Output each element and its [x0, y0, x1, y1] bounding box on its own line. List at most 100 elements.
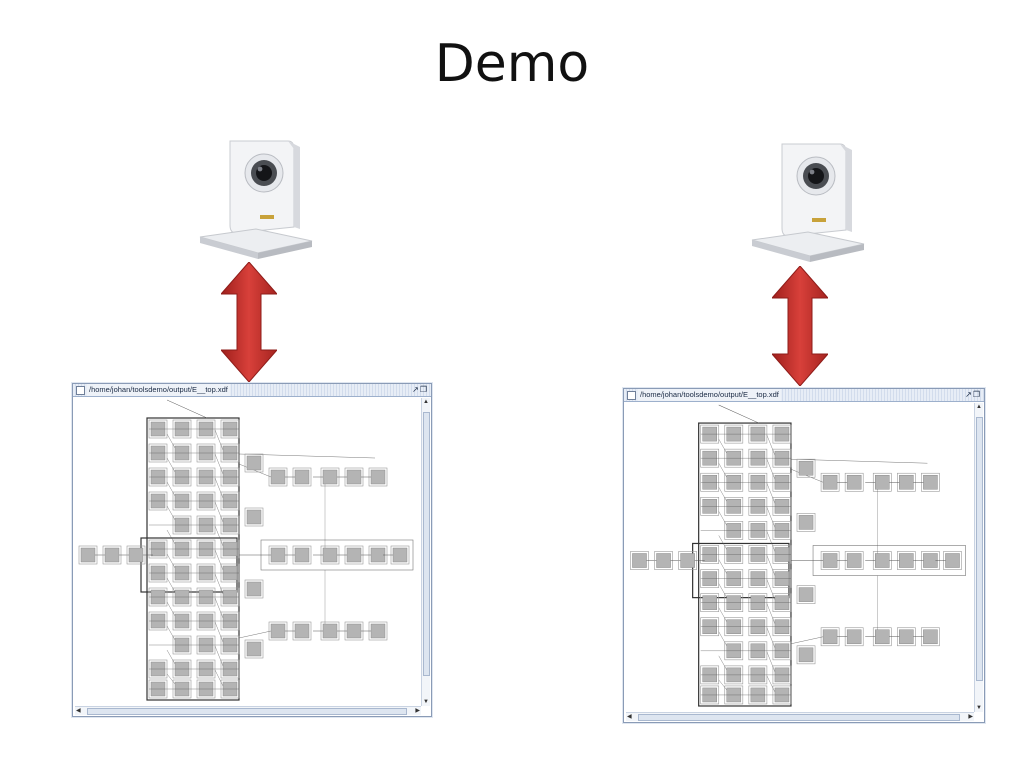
scrollbar-thumb[interactable]	[638, 714, 960, 721]
schematic-wire	[214, 477, 224, 499]
schematic-block[interactable]	[874, 629, 890, 645]
schematic-wire	[790, 458, 928, 464]
scroll-up-icon[interactable]: ▲	[423, 399, 429, 405]
schematic-block-frame	[244, 579, 264, 599]
schematic-block[interactable]	[392, 547, 408, 563]
scroll-right-icon[interactable]: ▶	[968, 714, 973, 720]
schematic-block[interactable]	[656, 553, 671, 568]
schematic-wire	[166, 433, 176, 449]
schematic-block[interactable]	[680, 553, 695, 568]
window-title: /home/johan/toolsdemo/output/E__top.xdf	[87, 384, 230, 396]
window-control-buttons[interactable]: ↗❐	[412, 385, 428, 394]
window-titlebar[interactable]: /home/johan/toolsdemo/output/E__top.xdf …	[73, 384, 431, 397]
schematic-canvas[interactable]	[626, 403, 972, 710]
schematic-wire	[766, 579, 776, 600]
schematic-block[interactable]	[923, 629, 938, 645]
schematic-wire	[214, 573, 224, 595]
scrollbar-thumb[interactable]	[976, 417, 983, 681]
double-headed-arrow-icon	[772, 266, 828, 386]
window-control-buttons[interactable]: ↗❐	[965, 390, 981, 399]
schematic-wire	[766, 603, 776, 624]
vertical-scrollbar[interactable]: ▲ ▼	[974, 403, 983, 712]
network-camera-icon	[751, 143, 865, 262]
schematic-wire	[166, 649, 176, 665]
scrollbar-thumb[interactable]	[423, 412, 430, 676]
schematic-window-left[interactable]: /home/johan/toolsdemo/output/E__top.xdf …	[72, 383, 432, 717]
horizontal-scrollbar[interactable]: ◀ ▶	[626, 712, 974, 721]
schematic-wire	[718, 655, 727, 670]
schematic-block[interactable]	[822, 553, 838, 568]
schematic-block[interactable]	[370, 547, 386, 563]
scroll-down-icon[interactable]: ▼	[976, 705, 982, 711]
schematic-block[interactable]	[346, 547, 362, 563]
scroll-right-icon[interactable]: ▶	[415, 708, 420, 714]
schematic-block[interactable]	[874, 474, 890, 490]
schematic-block[interactable]	[798, 460, 814, 476]
scroll-down-icon[interactable]: ▼	[423, 699, 429, 705]
schematic-block[interactable]	[846, 553, 862, 568]
schematic-block[interactable]	[899, 629, 914, 645]
schematic-block[interactable]	[294, 623, 310, 639]
schematic-wire	[166, 457, 176, 473]
schematic-wire	[214, 525, 224, 547]
scroll-left-icon[interactable]: ◀	[76, 708, 81, 714]
schematic-wire	[238, 463, 272, 478]
schematic-block[interactable]	[270, 623, 286, 639]
schematic-block[interactable]	[899, 474, 914, 490]
schematic-block[interactable]	[632, 553, 647, 568]
schematic-block[interactable]	[370, 623, 386, 639]
schematic-block[interactable]	[923, 474, 938, 490]
scroll-up-icon[interactable]: ▲	[976, 404, 982, 410]
schematic-block[interactable]	[294, 469, 310, 485]
schematic-wire	[766, 555, 776, 576]
schematic-wire	[718, 535, 727, 550]
schematic-wire	[166, 553, 176, 569]
schematic-block[interactable]	[322, 547, 338, 563]
schematic-block[interactable]	[270, 547, 286, 563]
schematic-block[interactable]	[246, 581, 262, 597]
schematic-block[interactable]	[246, 455, 262, 471]
schematic-block[interactable]	[798, 587, 814, 602]
schematic-block[interactable]	[798, 515, 814, 530]
schematic-block[interactable]	[822, 629, 838, 645]
schematic-block[interactable]	[370, 469, 386, 485]
schematic-block[interactable]	[798, 647, 814, 663]
window-titlebar[interactable]: /home/johan/toolsdemo/output/E__top.xdf …	[624, 389, 984, 402]
schematic-wire	[166, 505, 176, 521]
schematic-block-frame	[796, 458, 816, 478]
window-title: /home/johan/toolsdemo/output/E__top.xdf	[638, 389, 781, 401]
schematic-wire	[166, 399, 208, 419]
window-menu-icon[interactable]	[76, 386, 85, 395]
schematic-wire	[214, 429, 224, 451]
schematic-wire	[238, 453, 376, 459]
schematic-block[interactable]	[822, 474, 838, 490]
schematic-block[interactable]	[846, 629, 862, 645]
schematic-block[interactable]	[346, 623, 362, 639]
schematic-window-right[interactable]: /home/johan/toolsdemo/output/E__top.xdf …	[623, 388, 985, 723]
scroll-left-icon[interactable]: ◀	[627, 714, 632, 720]
schematic-block[interactable]	[346, 469, 362, 485]
schematic-block[interactable]	[874, 553, 890, 568]
schematic-wire	[718, 439, 727, 454]
schematic-block[interactable]	[246, 641, 262, 657]
window-menu-icon[interactable]	[627, 391, 636, 400]
schematic-group-boundary	[698, 422, 792, 707]
schematic-wire	[718, 511, 727, 526]
schematic-block[interactable]	[80, 547, 96, 563]
schematic-canvas[interactable]	[75, 398, 419, 704]
schematic-block[interactable]	[923, 553, 938, 568]
schematic-block[interactable]	[846, 474, 862, 490]
schematic-block[interactable]	[104, 547, 120, 563]
vertical-scrollbar[interactable]: ▲ ▼	[421, 398, 430, 706]
schematic-block[interactable]	[322, 469, 338, 485]
schematic-block[interactable]	[128, 547, 144, 563]
schematic-block[interactable]	[270, 469, 286, 485]
schematic-block-frame	[796, 513, 816, 532]
schematic-block[interactable]	[899, 553, 914, 568]
schematic-block[interactable]	[945, 553, 960, 568]
schematic-block[interactable]	[246, 509, 262, 525]
scrollbar-thumb[interactable]	[87, 708, 407, 715]
horizontal-scrollbar[interactable]: ◀ ▶	[75, 706, 421, 715]
schematic-block[interactable]	[294, 547, 310, 563]
schematic-block[interactable]	[322, 623, 338, 639]
